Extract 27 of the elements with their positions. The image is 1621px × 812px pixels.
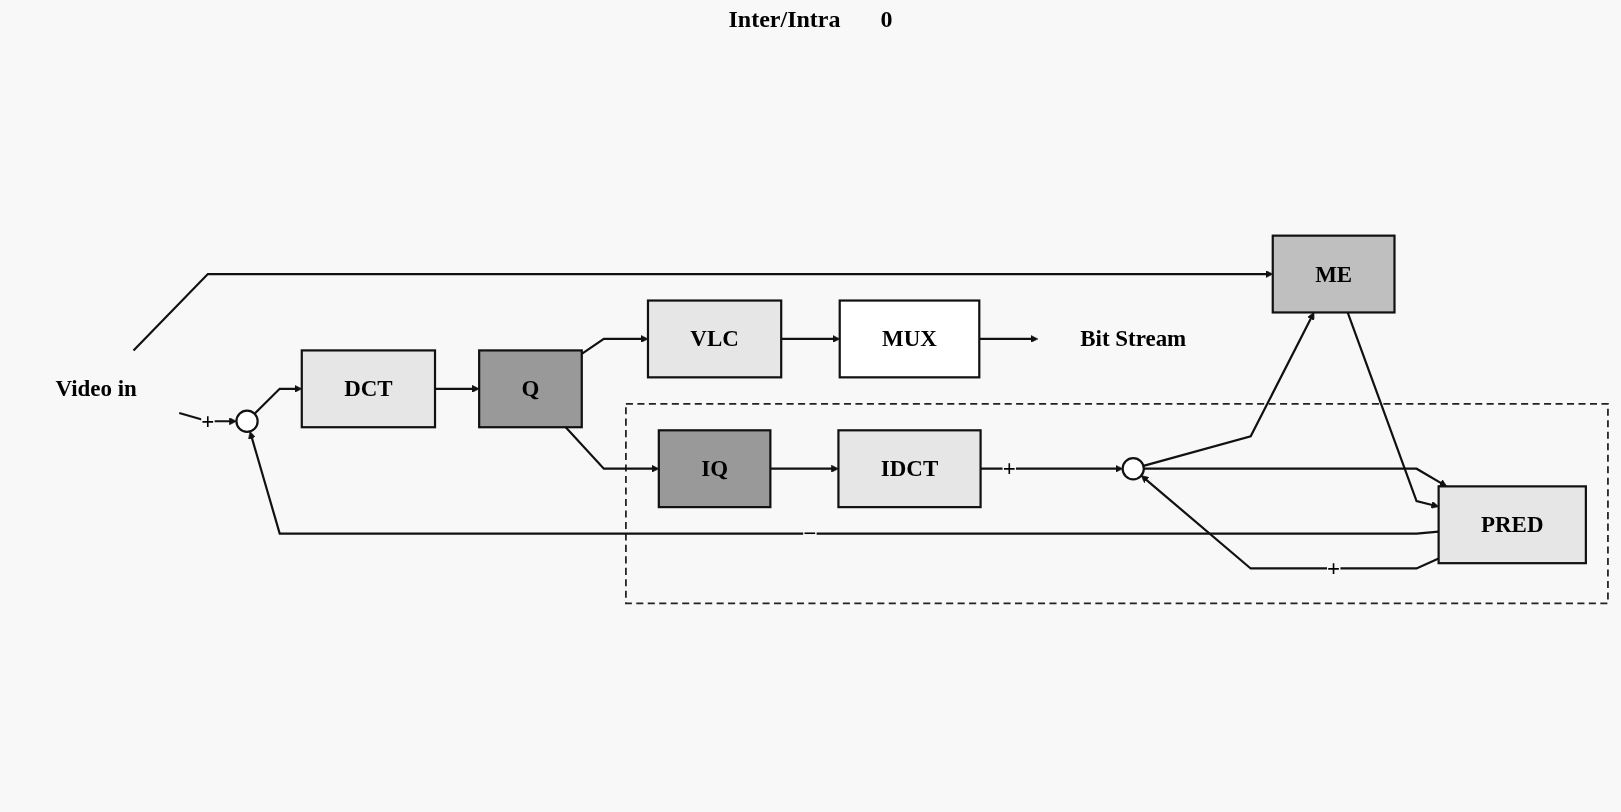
edge-label: − bbox=[803, 520, 817, 547]
edge-label: + bbox=[1002, 455, 1016, 482]
arrow bbox=[979, 335, 1039, 343]
cluster bbox=[625, 402, 1609, 605]
arrow bbox=[1143, 467, 1448, 487]
arrow bbox=[1143, 312, 1315, 467]
arrow bbox=[435, 384, 480, 393]
node-text: Video in bbox=[55, 376, 137, 402]
edge-label: + bbox=[1327, 555, 1341, 582]
node-circle bbox=[235, 409, 259, 433]
node-box: VLC bbox=[646, 299, 783, 379]
node-box: ME bbox=[1271, 234, 1396, 314]
arrow bbox=[1346, 312, 1439, 509]
arrow bbox=[248, 431, 1439, 535]
arrow bbox=[980, 464, 1123, 473]
note-text: 0 bbox=[880, 6, 893, 33]
node-box: IQ bbox=[657, 429, 772, 509]
node-box: PRED bbox=[1437, 485, 1587, 565]
note-text: Inter/Intra bbox=[728, 6, 841, 33]
node-box: IDCT bbox=[837, 429, 982, 509]
edge-label: + bbox=[201, 408, 215, 435]
arrow bbox=[770, 464, 839, 473]
node-text: Bit Stream bbox=[1080, 326, 1187, 352]
node-box: Q bbox=[478, 349, 583, 429]
node-circle bbox=[1121, 457, 1145, 481]
node-box: MUX bbox=[838, 299, 981, 379]
node-box: DCT bbox=[300, 349, 437, 429]
